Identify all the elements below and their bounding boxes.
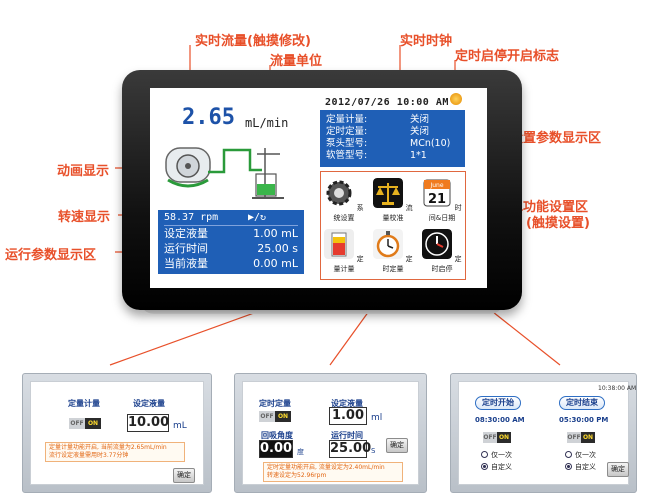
panel3-end-once-radio[interactable]: 仅一次 [565, 450, 596, 460]
calendar-icon: June 21 [423, 179, 451, 207]
callout-realtime-clock: 实时时钟 [400, 34, 453, 49]
param-row: 泵头型号:MCn(10) [326, 138, 451, 149]
realtime-clock: 2012/07/26 10:00 AM [325, 97, 449, 108]
callout-animation: 动画显示 [57, 164, 110, 179]
panel2-time-input[interactable]: 25.00 [329, 440, 372, 458]
param-row: 定时定量:关闭 [326, 126, 430, 137]
callout-timer-flag: 定时启停开启标志 [455, 49, 560, 64]
panel2-note: 定时定量功能开启, 流量设定为2.40mL/min 转速设定为52.96rpm [263, 462, 403, 482]
callout-function-area-sub: (触摸设置) [526, 216, 590, 231]
run-toggle-button[interactable]: ▶/↻ [247, 212, 266, 223]
panel2-title-right: 设定液量 [331, 399, 363, 408]
func-timed-start-stop[interactable]: 定时启停 [419, 229, 465, 274]
panel3-start-time[interactable]: 08:30:00 AM [475, 416, 525, 424]
pump-animation-icon [165, 147, 284, 199]
panel2-angle-input[interactable]: 0.00 [259, 440, 293, 458]
callout-param-display: 设置参数显示区 [510, 131, 602, 146]
panel3-end-button[interactable]: 定时结束 [559, 396, 605, 410]
panel2-angle-label: 回吸角度 [261, 431, 293, 440]
param-row: 定量计量:关闭 [326, 114, 430, 125]
callout-speed-display: 转速显示 [58, 210, 111, 225]
panel1-note: 定量计量功能开启, 当前流量为2.65mL/min 流行设定液量需用时3.77分… [45, 442, 185, 462]
func-flow-calibration[interactable]: 流量校准 [370, 178, 416, 223]
panel3-start-once-radio[interactable]: 仅一次 [481, 450, 512, 460]
callout-function-area: 功能设置区 [523, 200, 589, 215]
panel2-angle-unit: 度 [297, 448, 304, 456]
panel2-title-left: 定时定量 [259, 399, 291, 408]
panel3-end-custom-radio[interactable]: 自定义 [565, 462, 596, 472]
panel3-end-time[interactable]: 05:30:00 PM [559, 416, 609, 424]
radio-dot [565, 463, 572, 470]
panel1-confirm-button[interactable]: 确定 [173, 468, 195, 483]
panel2-volume-input[interactable]: 1.00 [329, 407, 367, 425]
panel2-time-unit: S [371, 447, 376, 455]
speed-display: 58.37 rpm ▶/↻ [164, 210, 298, 226]
panel1-title-left: 定量计量 [68, 399, 100, 408]
scale-icon [373, 178, 404, 208]
svg-text:June: June [430, 182, 444, 189]
panel2-unit: ml [371, 413, 383, 423]
radio-dot [565, 451, 572, 458]
svg-text:21: 21 [428, 192, 446, 207]
panel1-volume-input[interactable]: 10.00 [127, 414, 170, 432]
callout-realtime-flow: 实时流量(触摸修改) [195, 34, 311, 49]
flow-unit: mL/min [245, 116, 289, 130]
measure-cup-icon [324, 229, 355, 259]
panel3-start-button[interactable]: 定时开始 [475, 396, 521, 410]
panel3-confirm-button[interactable]: 确定 [607, 462, 629, 477]
clock-icon [422, 229, 453, 259]
flow-value[interactable]: 2.65 [182, 105, 235, 130]
panel2-time-label: 运行时间 [331, 431, 363, 440]
panel2-confirm-button[interactable]: 确定 [386, 438, 408, 453]
panel1-unit: mL [173, 421, 187, 431]
param-row: 软管型号:1*1 [326, 150, 427, 161]
panel-inner [30, 381, 204, 485]
panel-timed-start-stop: 10:38:00 AM 定时开始 定时结束 08:30:00 AM 05:30:… [450, 373, 637, 493]
func-system-settings[interactable]: 系统设置 [321, 178, 367, 223]
panel3-start-custom-radio[interactable]: 自定义 [481, 462, 512, 472]
func-timed-quantity[interactable]: 定时定量 [370, 229, 416, 274]
gear-icon [326, 180, 352, 206]
timer-flag-icon [450, 93, 462, 105]
func-quantitative-metering[interactable]: 定量计量 [321, 229, 367, 274]
panel1-title-right: 设定液量 [133, 399, 165, 408]
param-display: 定量计量:关闭 定时定量:关闭 泵头型号:MCn(10) 软管型号:1*1 [320, 110, 465, 167]
callout-flow-unit: 流量单位 [270, 54, 323, 69]
callout-run-params: 运行参数显示区 [5, 248, 97, 263]
panel3-clock: 10:38:00 AM [598, 385, 637, 392]
stopwatch-icon [373, 229, 404, 259]
radio-dot [481, 463, 488, 470]
radio-dot [481, 451, 488, 458]
